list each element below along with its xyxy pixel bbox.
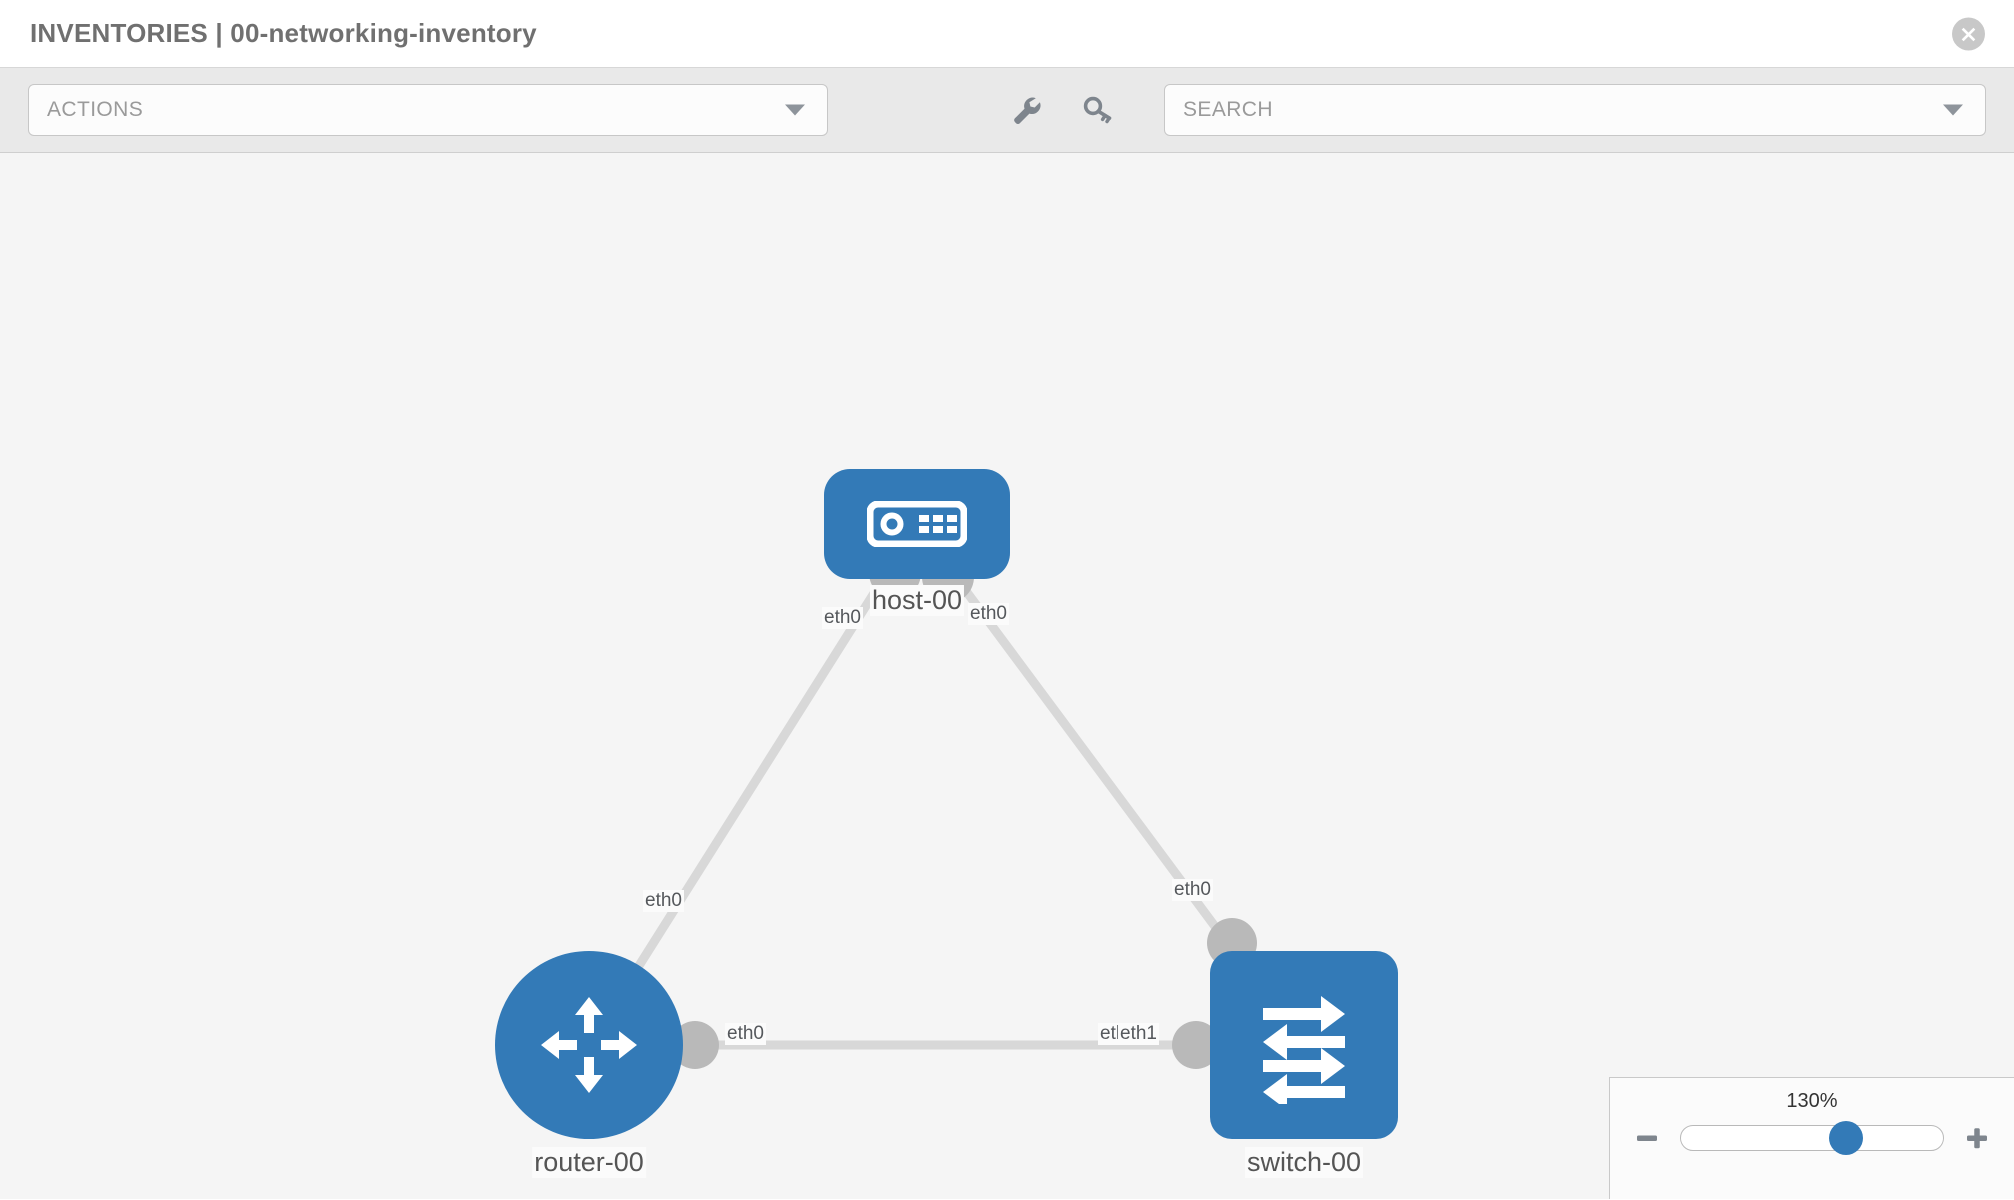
node-host-00-shape[interactable] (824, 469, 1010, 579)
node-host-00-label: host-00 (869, 585, 965, 616)
router-icon (541, 997, 637, 1093)
zoom-in-button[interactable] (1962, 1123, 1992, 1153)
node-switch-00[interactable]: switch-00 (1210, 951, 1398, 1178)
edge-label-router-upper: eth0 (643, 890, 684, 912)
zoom-slider-thumb[interactable] (1829, 1121, 1864, 1155)
edge-label-host-right: eth0 (968, 603, 1009, 625)
zoom-slider-row (1610, 1121, 2014, 1155)
zoom-control-panel: 130% (1609, 1077, 2014, 1199)
page-header: INVENTORIES | 00-networking-inventory (0, 0, 2014, 68)
page-title: INVENTORIES | 00-networking-inventory (30, 18, 537, 48)
edge-label-switch-left: eth1 (1118, 1023, 1159, 1045)
toolbar-icon-group (1008, 92, 1116, 128)
topology-canvas[interactable]: host-00 router-00 (0, 153, 2014, 1199)
connector-switch-left (1172, 1021, 1220, 1069)
node-switch-00-shape[interactable] (1210, 951, 1398, 1139)
node-router-00-label: router-00 (532, 1147, 646, 1178)
node-host-00[interactable]: host-00 (824, 469, 1010, 616)
key-icon (1083, 96, 1112, 124)
minus-icon (1637, 1135, 1657, 1141)
switch-icon (1263, 996, 1345, 1104)
search-field[interactable] (1164, 84, 1986, 136)
server-icon (867, 501, 967, 547)
actions-dropdown-label: ACTIONS (47, 98, 144, 121)
chevron-down-icon (785, 104, 805, 116)
search-input[interactable] (1183, 98, 1967, 122)
zoom-slider-track[interactable] (1680, 1121, 1944, 1155)
toolbar: ACTIONS (0, 68, 2014, 153)
edge-label-router-right: eth0 (725, 1023, 766, 1045)
edge-label-host-left: eth0 (822, 607, 863, 629)
node-router-00[interactable]: router-00 (495, 951, 683, 1178)
topology-graph (585, 522, 1307, 1069)
node-router-00-shape[interactable] (495, 951, 683, 1139)
close-icon (1961, 27, 1976, 41)
topology-connectors (671, 547, 1257, 1069)
close-button[interactable] (1952, 17, 1985, 50)
connector-router-right (671, 1021, 719, 1069)
edge-label-switch-upper: eth0 (1172, 879, 1213, 901)
node-switch-00-label: switch-00 (1244, 1147, 1364, 1178)
zoom-percent-label: 130% (1786, 1090, 1838, 1112)
zoom-out-button[interactable] (1632, 1123, 1662, 1153)
key-button[interactable] (1080, 92, 1116, 128)
search-chevron-down-icon[interactable] (1943, 104, 1963, 116)
wrench-button[interactable] (1008, 92, 1044, 128)
actions-dropdown[interactable]: ACTIONS (28, 84, 828, 136)
plus-icon (1967, 1128, 1987, 1149)
wrench-icon (1014, 97, 1041, 124)
